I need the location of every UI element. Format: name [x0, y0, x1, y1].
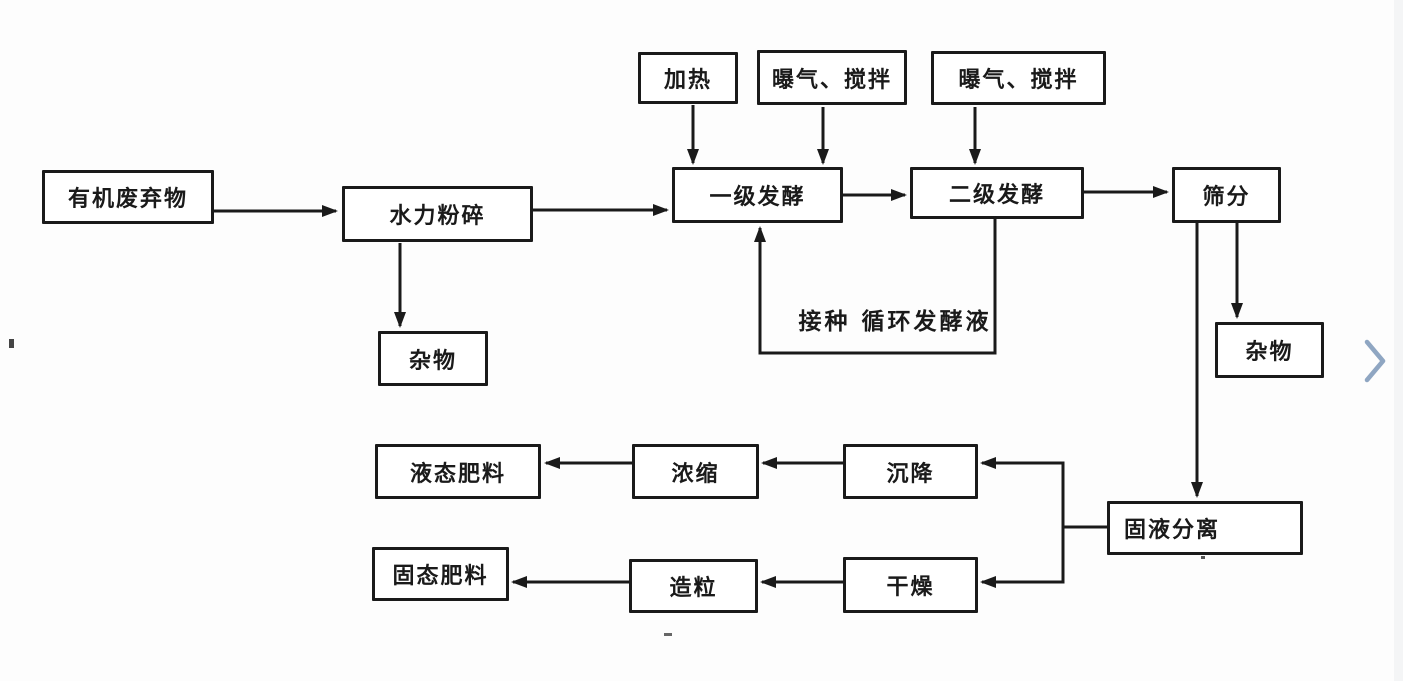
node-debris-left: 杂物: [378, 331, 488, 386]
node-granulation: 造粒: [629, 559, 758, 613]
node-organic-waste: 有机废弃物: [42, 170, 214, 224]
node-liquid-fertilizer: 液态肥料: [375, 444, 541, 499]
node-secondary-fermentation: 二级发酵: [910, 167, 1084, 219]
screenshot-right-edge: [1394, 0, 1403, 681]
node-concentration: 浓缩: [632, 444, 759, 499]
node-aeration-stirring-1: 曝气、搅拌: [757, 50, 907, 105]
node-sieving: 筛分: [1172, 167, 1281, 223]
node-sedimentation: 沉降: [843, 444, 978, 499]
node-aeration-stirring-2: 曝气、搅拌: [931, 51, 1106, 105]
node-primary-fermentation: 一级发酵: [672, 167, 843, 223]
edge-separation-to-drying: [980, 527, 1065, 588]
recycle-note-label: 接种 循环发酵液: [798, 309, 992, 335]
node-hydraulic-crushing: 水力粉碎: [342, 186, 533, 242]
scan-artifact-dash: [664, 633, 672, 636]
carousel-next-button[interactable]: [1355, 332, 1399, 388]
scan-artifact-dot-small: [1201, 556, 1205, 559]
node-heating: 加热: [638, 52, 738, 104]
chevron-right-icon: [1364, 339, 1386, 383]
node-drying: 干燥: [843, 557, 978, 613]
node-solid-fertilizer: 固态肥料: [372, 547, 509, 601]
node-solid-liquid-separation: 固液分离: [1107, 501, 1303, 555]
edge-separation-to-sedimentation: [980, 457, 1107, 529]
node-debris-right: 杂物: [1215, 322, 1324, 378]
scan-artifact-dot: [9, 339, 14, 348]
